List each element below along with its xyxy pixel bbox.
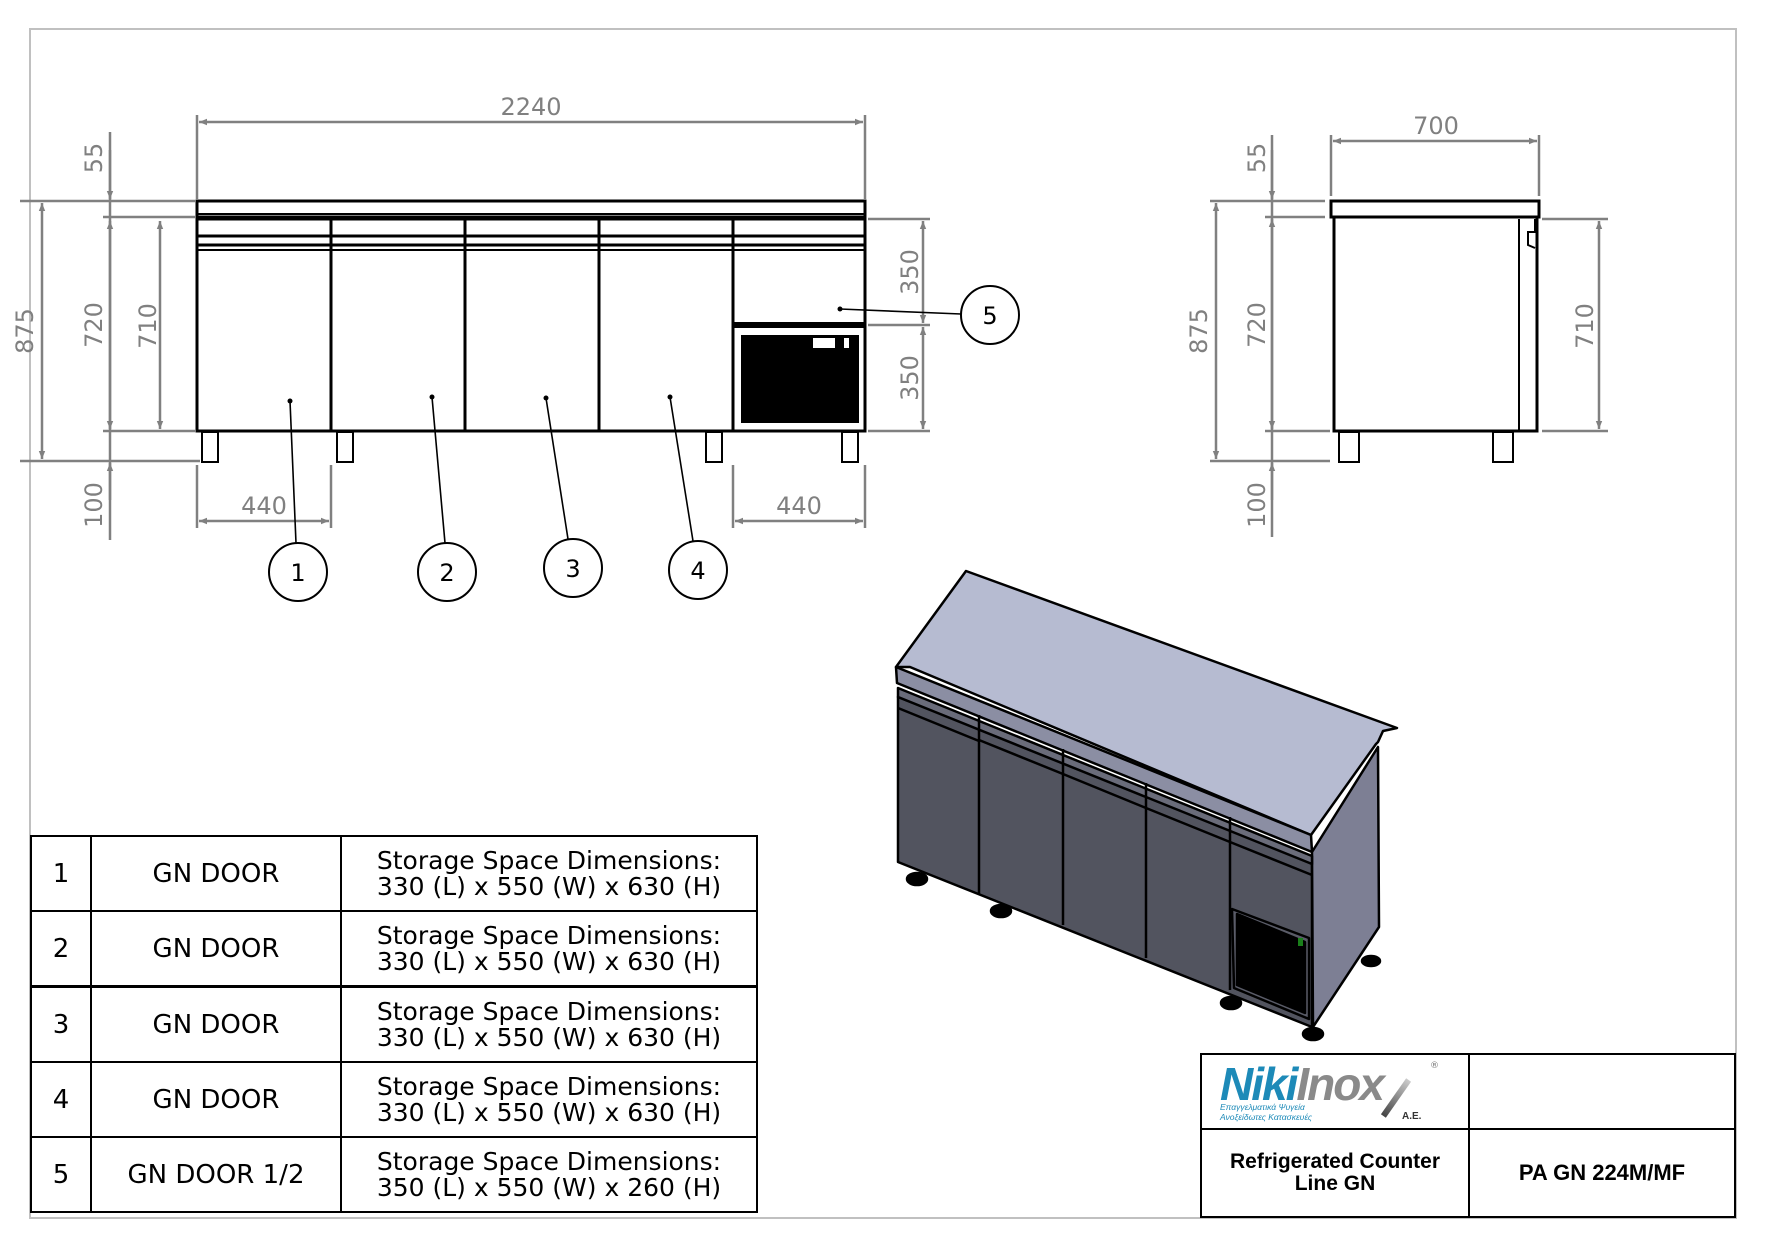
logo-suffix: A.E. <box>1402 1111 1422 1122</box>
desc-line1: Storage Space Dimensions: <box>376 996 722 1026</box>
dim-door-height: 710 <box>134 303 162 349</box>
dim-half-door-height: 350 <box>896 249 924 295</box>
leg <box>336 431 354 463</box>
part-number: 4 <box>30 1061 92 1138</box>
side-dim-top-thickness: 55 <box>1243 143 1271 174</box>
side-dim-overall-height: 875 <box>1185 308 1213 354</box>
dim-right-section-width: 440 <box>776 492 822 520</box>
desc-line1: Storage Space Dimensions: <box>376 1071 722 1101</box>
part-name: GN DOOR <box>90 985 342 1063</box>
balloon-5: 5 <box>960 285 1020 345</box>
leg <box>201 431 219 463</box>
balloon-1: 1 <box>268 542 328 602</box>
leg <box>705 431 723 463</box>
part-description: Storage Space Dimensions:330 (L) x 550 (… <box>340 985 758 1063</box>
parts-table: 1 GN DOOR Storage Space Dimensions:330 (… <box>30 835 758 1213</box>
table-row: 3 GN DOOR Storage Space Dimensions:330 (… <box>30 985 758 1063</box>
dim-overall-width: 2240 <box>500 93 561 121</box>
part-description: Storage Space Dimensions:330 (L) x 550 (… <box>340 835 758 912</box>
dim-overall-depth: 700 <box>1413 112 1459 140</box>
balloon-3: 3 <box>543 538 603 598</box>
side-dim-door-height: 710 <box>1571 303 1599 349</box>
title-block-empty-cell <box>1468 1053 1736 1130</box>
table-row: 4 GN DOOR Storage Space Dimensions:330 (… <box>30 1061 758 1138</box>
svg-text:5: 5 <box>982 302 997 330</box>
part-description: Storage Space Dimensions:330 (L) x 550 (… <box>340 1061 758 1138</box>
desc-line2: 330 (L) x 550 (W) x 630 (H) <box>376 1097 722 1127</box>
part-number: 5 <box>30 1136 92 1213</box>
dim-left-door-width: 440 <box>241 492 287 520</box>
part-number: 1 <box>30 835 92 912</box>
side-view: 700 875 55 720 100 710 <box>1185 112 1608 537</box>
svg-text:4: 4 <box>690 557 705 585</box>
svg-text:2: 2 <box>439 559 454 587</box>
table-row: 5 GN DOOR 1/2 Storage Space Dimensions:3… <box>30 1136 758 1213</box>
side-dim-leg-height: 100 <box>1243 482 1271 528</box>
dim-compressor-height: 350 <box>896 355 924 401</box>
dim-body-height: 720 <box>80 302 108 348</box>
side-dim-body-height: 720 <box>1243 302 1271 348</box>
leg <box>841 431 859 463</box>
part-name: GN DOOR 1/2 <box>90 1136 342 1213</box>
sheet-frame <box>29 28 1737 1219</box>
part-number: 2 <box>30 910 92 988</box>
front-view: 2240 875 55 720 100 710 440 440 <box>11 93 962 544</box>
compressor-grille <box>741 335 859 423</box>
logo-wordmark: NikiInox <box>1220 1058 1385 1110</box>
desc-line2: 330 (L) x 550 (W) x 630 (H) <box>376 1022 722 1052</box>
desc-line1: Storage Space Dimensions: <box>376 845 722 875</box>
table-row: 1 GN DOOR Storage Space Dimensions:330 (… <box>30 835 758 912</box>
dim-leg-height: 100 <box>80 482 108 528</box>
dim-overall-height: 875 <box>11 308 39 354</box>
part-number: 3 <box>30 985 92 1063</box>
desc-line2: 330 (L) x 550 (W) x 630 (H) <box>376 871 722 901</box>
balloon-4: 4 <box>668 540 728 600</box>
svg-text:3: 3 <box>565 555 580 583</box>
table-row: 2 GN DOOR Storage Space Dimensions:330 (… <box>30 910 758 988</box>
desc-line2: 330 (L) x 550 (W) x 630 (H) <box>376 946 722 976</box>
leg <box>1492 431 1514 463</box>
registered-mark: ® <box>1430 1061 1439 1071</box>
desc-line2: 350 (L) x 550 (W) x 260 (H) <box>376 1172 722 1202</box>
balloon-2: 2 <box>417 542 477 602</box>
svg-text:1: 1 <box>290 559 305 587</box>
part-description: Storage Space Dimensions:350 (L) x 550 (… <box>340 1136 758 1213</box>
leg <box>1338 431 1360 463</box>
part-name: GN DOOR <box>90 1061 342 1138</box>
isometric-view <box>894 569 1399 1042</box>
part-name: GN DOOR <box>90 835 342 912</box>
part-name: GN DOOR <box>90 910 342 988</box>
part-description: Storage Space Dimensions:330 (L) x 550 (… <box>340 910 758 988</box>
dim-top-thickness: 55 <box>80 143 108 174</box>
model-code: PA GN 224M/MF <box>1468 1128 1736 1218</box>
desc-line1: Storage Space Dimensions: <box>376 1146 722 1176</box>
desc-line1: Storage Space Dimensions: <box>376 920 722 950</box>
